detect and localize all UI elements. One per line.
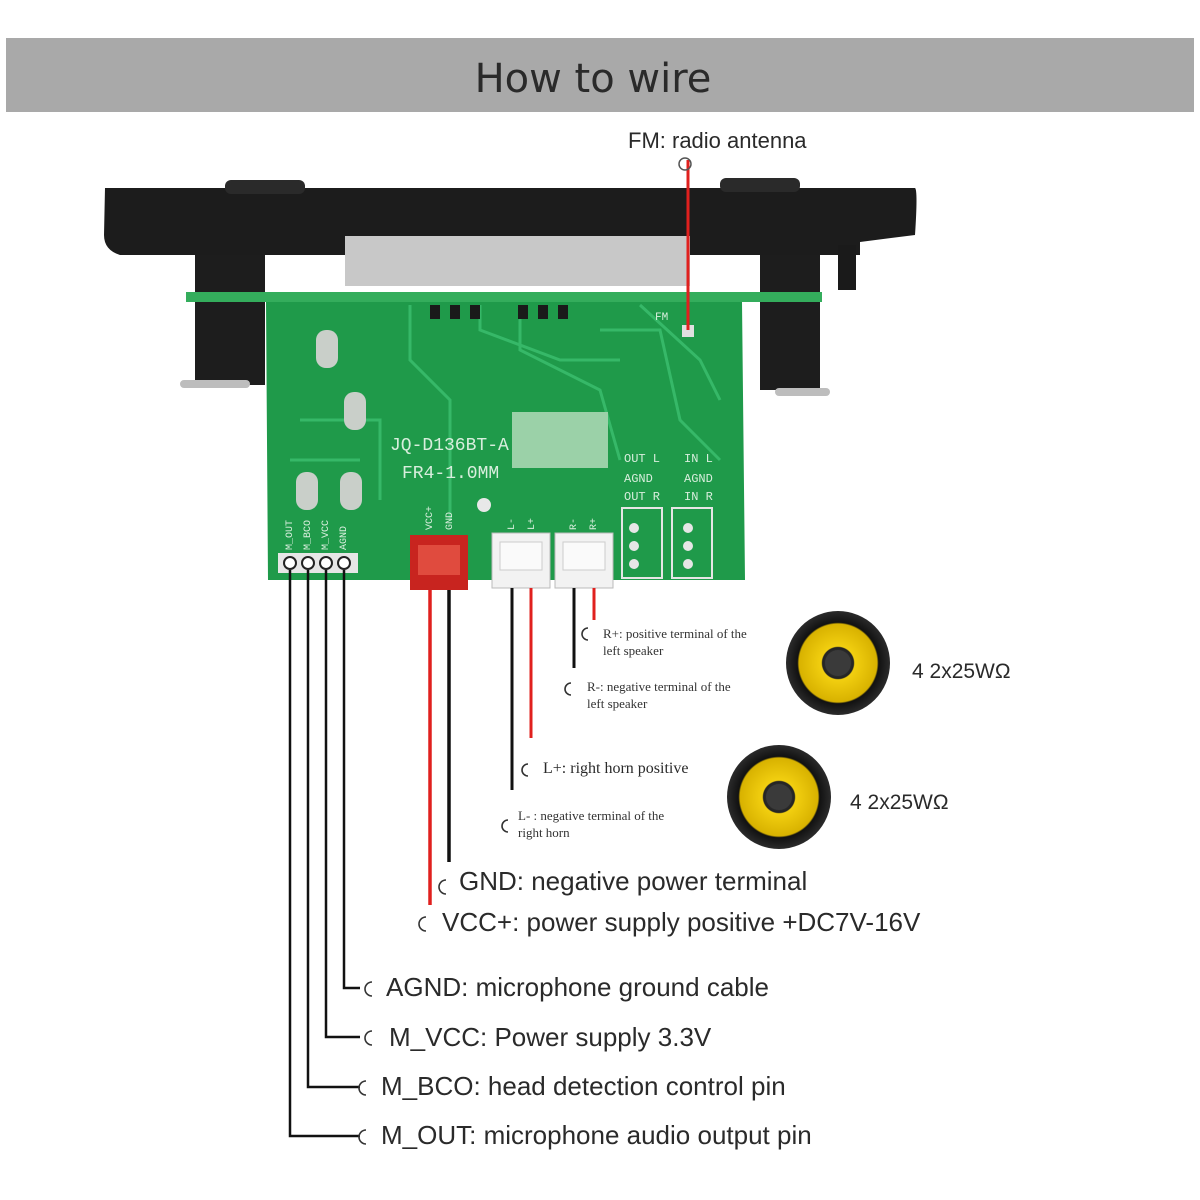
marker-gnd-icon (438, 879, 447, 895)
pin-label-m-vcc: M_VCC (321, 520, 332, 550)
fm-antenna-label: FM: radio antenna (628, 128, 807, 153)
io-label: AGND (624, 472, 653, 486)
pin-label-r-plus: R+ (589, 518, 600, 530)
marker-l-minus-icon (501, 819, 509, 833)
speaker-icon (786, 611, 890, 715)
speaker-rating-label: 4 2x25WΩ (850, 791, 949, 814)
marker-l-plus-icon (521, 763, 529, 777)
power-connector (410, 535, 468, 590)
title-bar (6, 38, 1194, 112)
vcc-label: VCC+: power supply positive +DC7V-16V (442, 907, 921, 937)
speaker-icon (727, 745, 831, 849)
io-label: IN L (684, 452, 713, 466)
pin-label-m-out: M_OUT (285, 520, 296, 550)
pin-label-agnd: AGND (339, 526, 350, 550)
marker-r-plus-icon (581, 627, 589, 641)
board-fm-silk: FM (655, 312, 668, 324)
speaker-rating-label: 4 2x25WΩ (912, 660, 1011, 683)
pin-label-l-minus: L- (507, 518, 518, 530)
agnd-label: AGND: microphone ground cable (386, 972, 769, 1002)
marker-agnd-icon (364, 981, 373, 997)
marker-vcc-icon (418, 916, 427, 932)
board-model-line2: FR4-1.0MM (402, 464, 499, 484)
gnd-label: GND: negative power terminal (459, 866, 808, 896)
io-label: OUT R (624, 490, 660, 504)
marker-r-minus-icon (564, 682, 572, 696)
fm-antenna-marker-icon (678, 157, 692, 171)
io-label: AGND (684, 472, 713, 486)
board-model-line1: JQ-D136BT-A (390, 436, 509, 456)
pin-label-vcc: VCC+ (425, 506, 436, 530)
io-label: OUT L (624, 452, 660, 466)
pin-label-gnd: GND (445, 512, 456, 530)
marker-m-vcc-icon (364, 1030, 373, 1046)
l-plus-label: L+: right horn positive (543, 760, 689, 777)
m-vcc-label: M_VCC: Power supply 3.3V (389, 1022, 712, 1052)
left-speaker-connector (491, 532, 551, 589)
m-bco-label: M_BCO: head detection control pin (381, 1071, 786, 1101)
io-label: IN R (684, 490, 713, 504)
marker-m-bco-icon (358, 1080, 367, 1096)
right-speaker-connector (554, 532, 614, 589)
pin-label-m-bco: M_BCO (303, 520, 314, 550)
pcb-board (186, 292, 822, 580)
pin-label-l-plus: L+ (527, 518, 538, 530)
front-panel-frame (104, 178, 917, 396)
m-out-label: M_OUT: microphone audio output pin (381, 1120, 812, 1150)
page-title: How to wire (474, 56, 712, 102)
pin-label-r-minus: R- (569, 518, 580, 530)
marker-m-out-icon (358, 1129, 367, 1145)
